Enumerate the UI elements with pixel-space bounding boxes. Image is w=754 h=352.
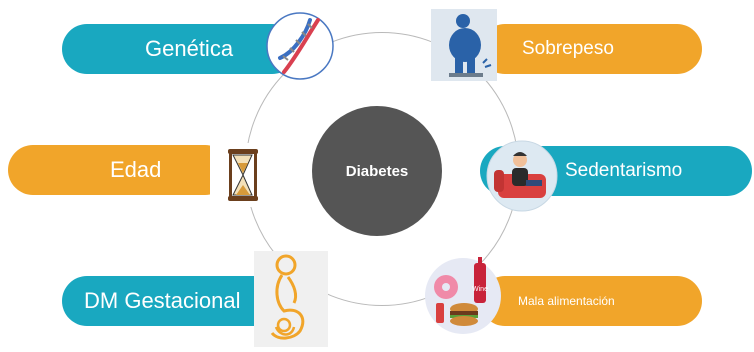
- factor-mala-alimentacion-pill: Mala alimentación: [480, 276, 702, 326]
- factor-mala-alimentacion-label: Mala alimentación: [518, 294, 615, 308]
- pregnant-woman-icon: [254, 251, 328, 347]
- factor-sobrepeso-pill: Sobrepeso: [480, 24, 702, 74]
- factor-sedentarismo-label: Sedentarismo: [565, 160, 683, 181]
- center-node: Diabetes: [312, 106, 442, 236]
- factor-edad-label: Edad: [110, 157, 162, 182]
- dna-icon: [266, 12, 334, 80]
- factor-genetica-label: Genética: [145, 36, 234, 61]
- sedentary-person-icon: [486, 140, 558, 212]
- overweight-person-icon: [431, 9, 497, 81]
- factor-dm-gestacional-label: DM Gestacional: [84, 288, 241, 313]
- wine-label: Wine: [472, 286, 488, 293]
- factor-sobrepeso-label: Sobrepeso: [522, 38, 614, 59]
- factor-dm-gestacional-pill: DM Gestacional: [62, 276, 284, 326]
- center-label: Diabetes: [345, 162, 409, 180]
- factor-edad-pill: Edad: [8, 145, 230, 195]
- hourglass-icon: [210, 143, 275, 207]
- factor-genetica-pill: Genética: [62, 24, 297, 74]
- junk-food-icon: Wine: [424, 257, 502, 335]
